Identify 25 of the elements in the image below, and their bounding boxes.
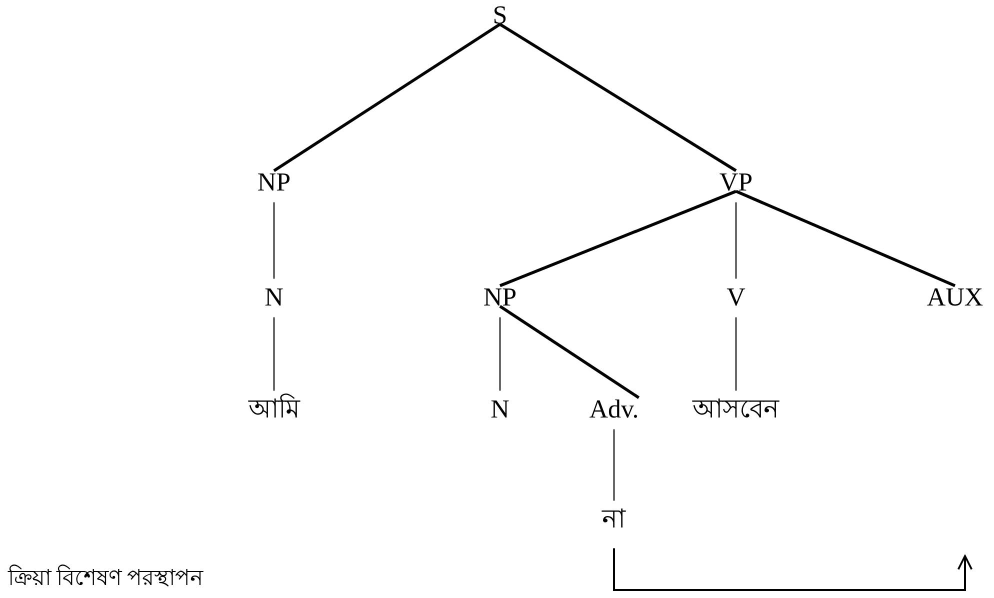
branch-line [273,23,501,172]
branch-line [735,317,737,391]
tree-label: আসবেন [690,396,782,424]
branch-line [273,317,275,391]
tree-label: Adv. [587,396,641,424]
tree-label: আমি [246,396,302,424]
branch-line [499,190,737,288]
tree-label: VP [717,168,755,198]
branch-line [499,317,501,391]
branch-line [499,23,737,172]
tree-label: NP [255,168,293,198]
tree-label: N [488,396,512,424]
branch-line [499,305,640,399]
tree-label: N [262,284,286,312]
tree-label: AUX [924,284,986,312]
tree-label: NP [481,284,519,312]
branch-line [613,429,615,501]
tree-label: না [600,506,628,534]
branch-line [735,190,956,288]
branch-line [273,202,275,279]
tree-label: V [724,284,748,312]
transformation-label: ক্রিয়া বিশেষণ পরস্থাপন [8,564,203,592]
branch-line [735,202,737,279]
tree-label: S [490,2,510,30]
movement-arrow [613,548,973,591]
